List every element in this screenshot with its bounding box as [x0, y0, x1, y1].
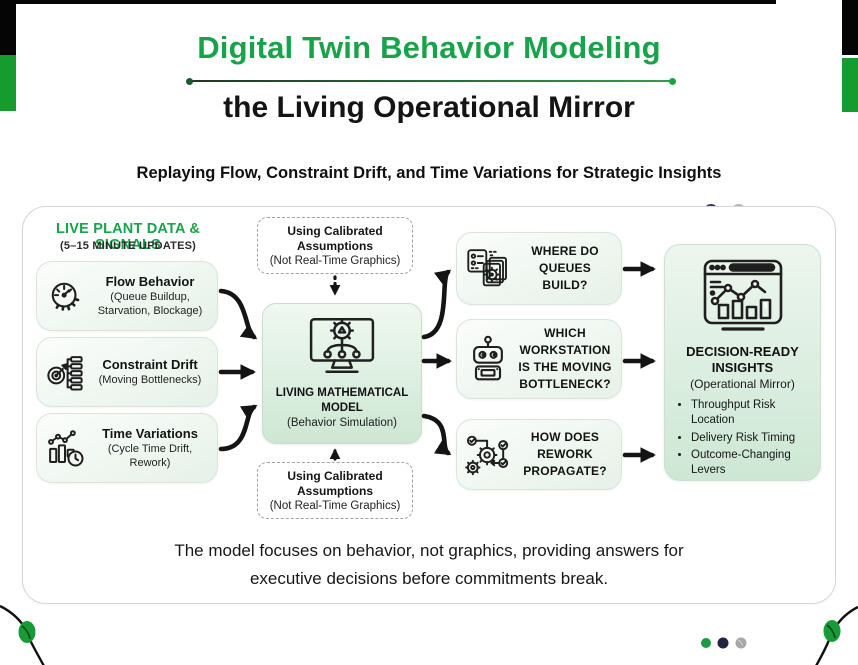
- dashboard-chart-icon: [697, 255, 789, 340]
- signal-card-flow-behavior: Flow Behavior (Queue Buildup, Starvation…: [36, 261, 218, 331]
- signal-card-title: Constraint Drift: [102, 356, 198, 372]
- left-edge-green-bar: [0, 55, 16, 111]
- calibration-note-top: Using Calibrated Assumptions (Not Real-T…: [257, 217, 413, 274]
- question-card-queues: WHERE DO QUEUES BUILD?: [456, 232, 622, 305]
- signal-card-subtitle: (Queue Buildup, Starvation, Blockage): [97, 290, 203, 317]
- calibration-note: (Not Real-Time Graphics): [269, 500, 401, 512]
- divider-dot-left: [186, 77, 193, 85]
- right-edge-black-bar: [842, 0, 858, 55]
- signal-card-title: Flow Behavior: [105, 273, 195, 289]
- target-checklist-icon: [41, 351, 89, 393]
- question-card-bottleneck: WHICH WORKSTATION IS THE MOVING BOTTLENE…: [456, 319, 622, 399]
- question-label: WHERE DO QUEUES BUILD?: [531, 244, 599, 292]
- insights-bullet-list: Throughput Risk Location Delivery Risk T…: [673, 398, 812, 480]
- live-data-subheading: (5–15 MINUTE UPDATES): [59, 240, 197, 252]
- divider-dot-right: [669, 77, 676, 85]
- gauge-gear-icon: [41, 275, 89, 317]
- insights-title: DECISION-READY INSIGHTS: [686, 344, 799, 375]
- model-card: LIVING MATHEMATICAL MODEL (Behavior Simu…: [262, 303, 422, 444]
- signal-card-subtitle: (Moving Bottlenecks): [98, 373, 202, 386]
- signal-card-time-variations: Time Variations (Cycle Time Drift, Rewor…: [36, 413, 218, 483]
- summary-note-line2: executive decisions before commitments b…: [249, 568, 609, 588]
- summary-note-line1: The model focuses on behavior, not graph…: [174, 541, 684, 560]
- question-label: WHICH WORKSTATION IS THE MOVING BOTTLENE…: [518, 326, 612, 391]
- gears-checkflow-icon: [459, 432, 517, 478]
- live-data-heading: LIVE PLANT DATA & SIGNALS: [55, 221, 201, 253]
- insights-subtitle: (Operational Mirror): [690, 377, 795, 392]
- robot-icon: [459, 333, 517, 385]
- question-card-rework: HOW DOES REWORK PROPAGATE?: [456, 419, 622, 490]
- monitor-gear-network-icon: [302, 311, 382, 384]
- calibration-title: Using Calibrated Assumptions: [287, 469, 383, 498]
- insights-bullet: Throughput Risk Location: [691, 398, 812, 428]
- page-tagline: Replaying Flow, Constraint Drift, and Ti…: [136, 164, 722, 182]
- calibration-note: (Not Real-Time Graphics): [269, 255, 401, 267]
- question-label: HOW DOES REWORK PROPAGATE?: [523, 430, 607, 478]
- insights-bullet: Delivery Risk Timing: [691, 431, 812, 446]
- calibration-note-bottom: Using Calibrated Assumptions (Not Real-T…: [257, 462, 413, 519]
- documents-gear-icon: [459, 245, 517, 293]
- top-edge-bar: [0, 0, 776, 4]
- model-subtitle: (Behavior Simulation): [287, 416, 397, 429]
- insights-bullet: Outcome-Changing Levers: [691, 448, 812, 478]
- summary-note: The model focuses on behavior, not graph…: [0, 537, 858, 592]
- insights-card: DECISION-READY INSIGHTS (Operational Mir…: [664, 244, 821, 481]
- signal-card-constraint-drift: Constraint Drift (Moving Bottlenecks): [36, 337, 218, 407]
- page-title: Digital Twin Behavior Modeling: [197, 30, 661, 65]
- left-edge-black-bar: [0, 0, 16, 55]
- signal-card-subtitle: (Cycle Time Drift, Rework): [107, 442, 193, 469]
- bar-chart-clock-icon: [41, 427, 89, 469]
- model-title: LIVING MATHEMATICAL MODEL: [275, 387, 409, 414]
- title-divider: [186, 77, 676, 85]
- signal-card-title: Time Variations: [102, 425, 198, 441]
- right-edge-green-bar: [842, 58, 858, 112]
- calibration-title: Using Calibrated Assumptions: [287, 224, 383, 253]
- page-subtitle: the Living Operational Mirror: [223, 91, 635, 124]
